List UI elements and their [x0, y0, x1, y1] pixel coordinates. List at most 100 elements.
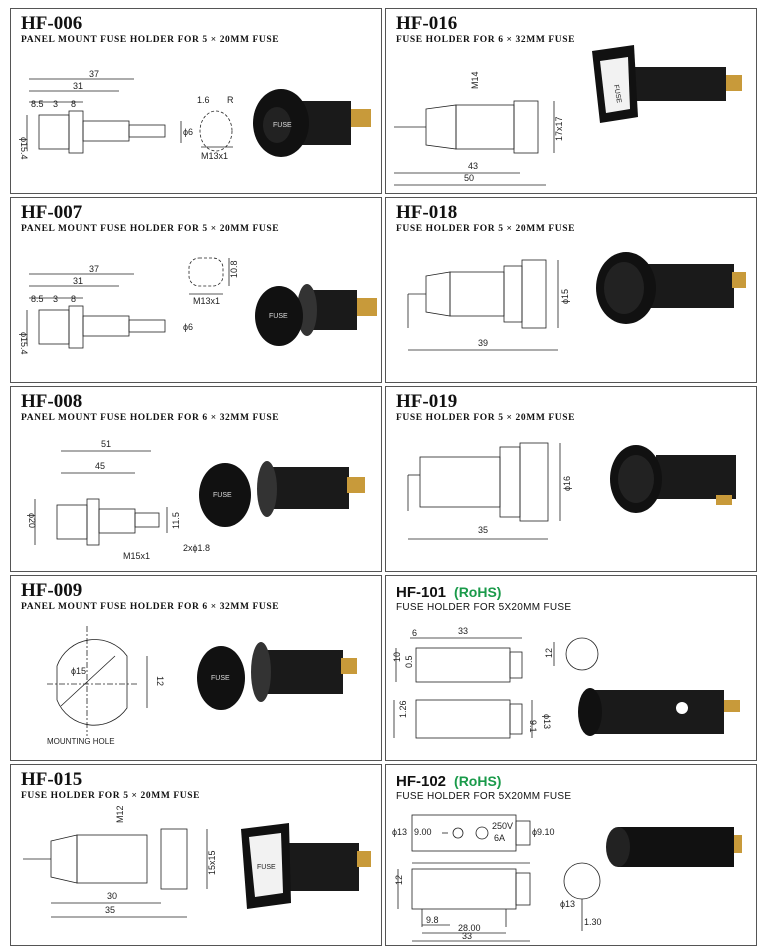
product-code: HF-019: [396, 391, 458, 412]
dim-r: R: [227, 95, 234, 105]
dim-31: 31: [73, 276, 83, 286]
fuse-holder-photo: [606, 827, 742, 867]
dim-10: 10: [392, 652, 402, 662]
rating-6a: 6A: [494, 833, 505, 843]
dim-28-00: 28.00: [458, 923, 481, 933]
dim-phi16: ϕ16: [562, 476, 572, 491]
fuse-holder-photo: FUSE: [253, 89, 371, 157]
product-code: HF-016: [396, 13, 458, 34]
hf009-drawing: ϕ15 12 MOUNTING HOLE FUSE: [47, 626, 357, 746]
dim-43: 43: [468, 161, 478, 171]
hf007-drawing: 37 31 8.5 3 8 ϕ15.4 ϕ6 10.8 M13x1 FUSE: [19, 257, 377, 355]
product-description: FUSE HOLDER FOR 5 × 20MM FUSE: [396, 224, 576, 234]
product-cell-hf008: HF-008 PANEL MOUNT FUSE HOLDER FOR 6 × 3…: [10, 386, 382, 572]
dim-3: 3: [53, 99, 58, 109]
product-description: PANEL MOUNT FUSE HOLDER FOR 5 × 20MM FUS…: [21, 35, 280, 45]
mounting-hole-label: MOUNTING HOLE: [47, 737, 115, 746]
dim-phi15: ϕ15: [560, 289, 570, 304]
product-code: HF-101 (RoHS): [396, 584, 501, 601]
fuse-holder-photo: FUSE: [197, 642, 357, 710]
product-cell-hf009: HF-009 PANEL MOUNT FUSE HOLDER FOR 6 × 3…: [10, 575, 382, 761]
fuse-holder-photo: [578, 688, 740, 736]
dim-phi9-10: ϕ9.10: [532, 827, 555, 837]
dim-1-30: 1.30: [584, 917, 602, 927]
dim-37: 37: [89, 264, 99, 274]
dim-11-5: 11.5: [171, 512, 181, 529]
dim-m13x1: M13x1: [193, 296, 220, 306]
dim-8: 8: [71, 294, 76, 304]
product-cell-hf006: HF-006 PANEL MOUNT FUSE HOLDER FOR 5 × 2…: [10, 8, 382, 194]
dim-phi20: ϕ20: [27, 513, 37, 528]
dim-33: 33: [458, 626, 468, 636]
dim-50: 50: [464, 173, 474, 183]
hf018-drawing: ϕ15 39: [407, 252, 746, 351]
dim-15x15: 15x15: [207, 850, 217, 875]
fuse-cap-label: FUSE: [213, 492, 232, 499]
product-description: FUSE HOLDER FOR 5 × 20MM FUSE: [21, 791, 201, 801]
rohs-badge: (RoHS): [454, 584, 502, 600]
hf015-drawing: M12 15x15 30 35 FUSE: [23, 805, 371, 918]
product-description: FUSE HOLDER FOR 5X20MM FUSE: [396, 791, 572, 802]
dim-1-6: 1.6: [197, 95, 210, 105]
product-description: PANEL MOUNT FUSE HOLDER FOR 6 × 32MM FUS…: [21, 413, 280, 423]
dim-phi6: ϕ6: [183, 127, 193, 137]
dim-0-5: 0.5: [404, 655, 414, 668]
hf008-drawing: 51 45 ϕ20 11.5 M15x1 2xϕ1.8 FUSE: [27, 439, 365, 561]
dim-m13x1: M13x1: [201, 151, 228, 161]
hf019-drawing: ϕ16 35: [407, 442, 736, 540]
dim-m12: M12: [115, 805, 125, 823]
product-description: FUSE HOLDER FOR 5X20MM FUSE: [396, 602, 572, 613]
dim-9-00: 9.00: [414, 827, 432, 837]
fuse-holder-photo: FUSE: [241, 823, 371, 909]
dim-8: 8: [71, 99, 76, 109]
product-description: PANEL MOUNT FUSE HOLDER FOR 6 × 32MM FUS…: [21, 602, 280, 612]
dim-phi15-4: ϕ15.4: [19, 332, 29, 355]
dim-30: 30: [107, 891, 117, 901]
fuse-cap-label: FUSE: [612, 84, 622, 104]
dim-1-26: 1.26: [398, 700, 408, 718]
dim-8-5: 8.5: [31, 99, 44, 109]
rohs-badge: (RoHS): [454, 773, 502, 789]
dim-m15x1: M15x1: [123, 551, 150, 561]
fuse-holder-photo: FUSE: [199, 461, 365, 527]
product-cell-hf015: HF-015 FUSE HOLDER FOR 5 × 20MM FUSE M12…: [10, 764, 382, 946]
product-cell-hf102: HF-102(RoHS) FUSE HOLDER FOR 5X20MM FUSE…: [385, 764, 757, 946]
hf101-drawing: 6 33 10 0.5 1.26 ϕ13 9.1 12: [392, 626, 740, 739]
product-code: HF-009: [21, 580, 83, 601]
dim-8-5: 8.5: [31, 294, 44, 304]
product-code: HF-102(RoHS): [396, 773, 501, 790]
dim-9-8: 9.8: [426, 915, 439, 925]
product-cell-hf016: HF-016 FUSE HOLDER FOR 6 × 32MM FUSE M14…: [385, 8, 757, 194]
dim-35: 35: [478, 525, 488, 535]
product-code-text: HF-101: [396, 584, 447, 601]
rating-250v: 250V: [492, 821, 513, 831]
dim-17x17: 17x17: [554, 116, 564, 141]
dim-33: 33: [462, 931, 472, 941]
product-cell-hf019: HF-019 FUSE HOLDER FOR 5 × 20MM FUSE ϕ16…: [385, 386, 757, 572]
product-code: HF-007: [21, 202, 83, 223]
dim-3: 3: [53, 294, 58, 304]
product-description: FUSE HOLDER FOR 5 × 20MM FUSE: [396, 413, 576, 423]
dim-phi13: ϕ13: [542, 714, 552, 729]
product-cell-hf101: HF-101 (RoHS) FUSE HOLDER FOR 5X20MM FUSE…: [385, 575, 757, 761]
dim-31: 31: [73, 81, 83, 91]
hf006-drawing: 37 31 8.5 3 8 ϕ15.4 ϕ6 1.6 R M13x1 FUSE: [19, 69, 371, 161]
hf102-drawing: ϕ13 9.00 ϕ9.10 250V 6A 12 9.8 28.00 33 ϕ…: [392, 814, 742, 942]
fuse-cap-label: FUSE: [273, 122, 292, 129]
product-code: HF-006: [21, 13, 83, 34]
product-code: HF-015: [21, 769, 83, 790]
dim-45: 45: [95, 461, 105, 471]
dim-phi15-4: ϕ15.4: [19, 137, 29, 160]
fuse-cap-label: FUSE: [269, 313, 288, 320]
dim-2xphi1-8: 2xϕ1.8: [183, 543, 210, 553]
dim-51: 51: [101, 439, 111, 449]
dim-phi6: ϕ6: [183, 322, 193, 332]
dim-35: 35: [105, 905, 115, 915]
fuse-holder-photo: [610, 445, 736, 513]
product-code: HF-008: [21, 391, 83, 412]
fuse-cap-label: FUSE: [257, 864, 276, 871]
dim-39: 39: [478, 338, 488, 348]
dim-12: 12: [394, 875, 404, 885]
product-cell-hf007: HF-007 PANEL MOUNT FUSE HOLDER FOR 5 × 2…: [10, 197, 382, 383]
